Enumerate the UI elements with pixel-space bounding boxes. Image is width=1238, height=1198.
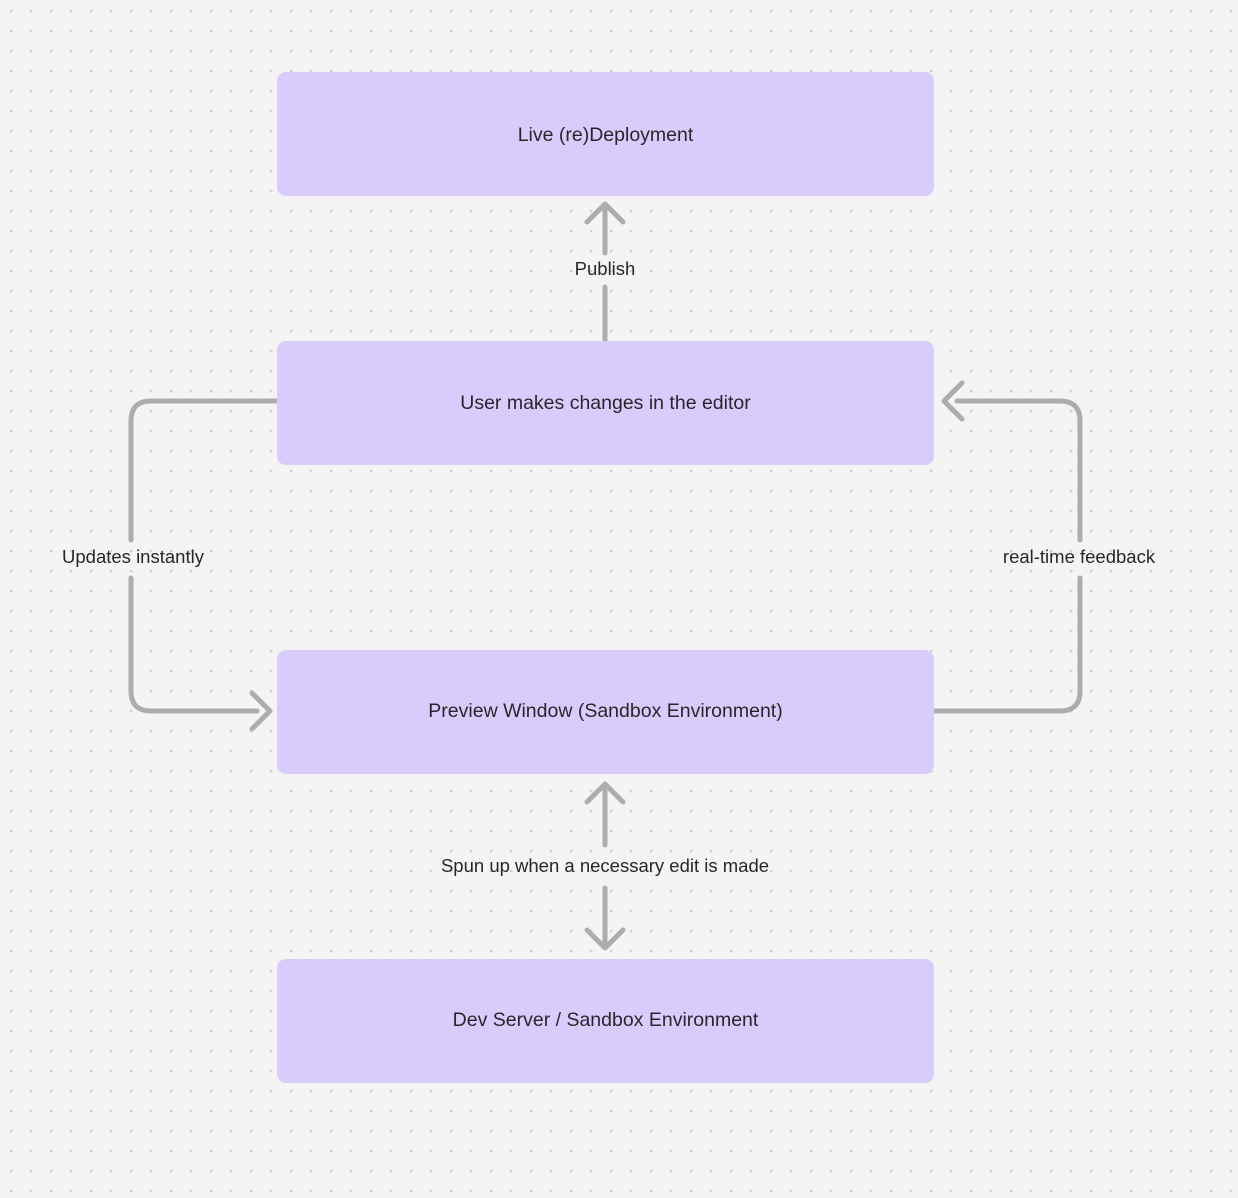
edge-label-spun-up: Spun up when a necessary edit is made	[441, 855, 769, 876]
edge-label-publish: Publish	[575, 258, 636, 279]
node-dev-server-label: Dev Server / Sandbox Environment	[453, 1009, 759, 1031]
edge-publish-arrowhead-up	[584, 201, 626, 225]
node-live-deployment-label: Live (re)Deployment	[518, 124, 694, 146]
edge-updates-instantly	[128, 398, 280, 732]
node-live-deployment-rect[interactable]	[277, 72, 934, 196]
edge-spun-up-arrowhead-down	[584, 927, 626, 951]
node-user-edits-label: User makes changes in the editor	[460, 392, 751, 414]
edge-publish	[584, 201, 626, 344]
edge-label-updates-instantly: Updates instantly	[62, 546, 205, 567]
edge-spun-up	[584, 781, 626, 951]
node-live-deployment[interactable]: Live (re)Deployment	[277, 72, 934, 196]
node-user-edits[interactable]: User makes changes in the editor	[277, 341, 934, 465]
node-dev-server-rect[interactable]	[277, 959, 934, 1083]
edge-label-real-time-feedback: real-time feedback	[1003, 546, 1156, 567]
node-dev-server[interactable]: Dev Server / Sandbox Environment	[277, 959, 934, 1083]
edge-real-time-feedback-line-upper	[954, 398, 1083, 543]
edge-real-time-feedback-arrowhead-left	[941, 380, 965, 422]
edge-updates-instantly-line-upper	[128, 398, 280, 543]
edge-updates-instantly-arrowhead-right	[249, 690, 273, 732]
edge-real-time-feedback-line-lower	[931, 575, 1083, 714]
edge-updates-instantly-line-lower	[128, 575, 260, 714]
node-preview-window-rect[interactable]	[277, 650, 934, 774]
edge-spun-up-arrowhead-up	[584, 781, 626, 805]
node-preview-window-label: Preview Window (Sandbox Environment)	[428, 700, 782, 722]
node-user-edits-rect[interactable]	[277, 341, 934, 465]
node-preview-window[interactable]: Preview Window (Sandbox Environment)	[277, 650, 934, 774]
edge-real-time-feedback	[931, 380, 1083, 714]
